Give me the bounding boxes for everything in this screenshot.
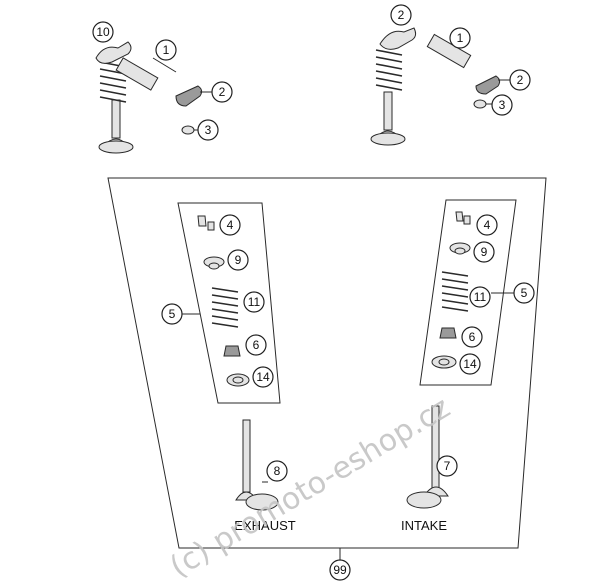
callout-5-exhaust[interactable]: 5 (161, 303, 183, 325)
svg-text:11: 11 (248, 295, 261, 309)
callout-8[interactable]: 8 (266, 460, 288, 482)
callout-6-intake[interactable]: 6 (461, 326, 483, 348)
svg-text:6: 6 (253, 338, 260, 352)
rocker-arm (95, 41, 132, 64)
callout-2-top-right[interactable]: 2 (509, 69, 531, 91)
exhaust-label: EXHAUST (234, 518, 295, 533)
rocker-arm-2 (379, 27, 417, 50)
valve-keepers (197, 215, 215, 231)
callout-11-intake[interactable]: 11 (469, 286, 491, 308)
exhaust-valve-stem (242, 419, 251, 493)
spring-seat-inner-2 (438, 358, 450, 366)
callout-3-top-right[interactable]: 3 (491, 94, 513, 116)
callout-2-top-right-valve[interactable]: 2 (390, 4, 412, 26)
svg-text:3: 3 (499, 98, 506, 112)
svg-text:8: 8 (274, 464, 281, 478)
callout-14-intake[interactable]: 14 (459, 353, 481, 375)
callout-7[interactable]: 7 (436, 455, 458, 477)
top-left-valve-assembly (95, 41, 134, 154)
rocker-small-2 (475, 75, 501, 95)
callout-11-exhaust[interactable]: 11 (243, 291, 265, 313)
svg-text:14: 14 (256, 370, 270, 384)
svg-text:2: 2 (219, 85, 226, 99)
svg-text:5: 5 (521, 286, 528, 300)
retainer-inner (208, 262, 220, 270)
callout-4-exhaust[interactable]: 4 (219, 214, 241, 236)
stem-seal-2 (439, 327, 457, 339)
svg-text:11: 11 (474, 290, 487, 304)
svg-text:10: 10 (96, 25, 110, 39)
rocker-shaft (115, 57, 159, 91)
valve-spring-2 (375, 49, 403, 91)
svg-text:9: 9 (481, 245, 488, 259)
shim-2 (473, 99, 487, 109)
callout-5-intake[interactable]: 5 (513, 282, 535, 304)
intake-label: INTAKE (401, 518, 447, 533)
callout-2-top-left[interactable]: 2 (211, 81, 233, 103)
svg-text:14: 14 (463, 357, 477, 371)
callout-4-intake[interactable]: 4 (476, 214, 498, 236)
svg-text:1: 1 (457, 31, 464, 45)
callout-10[interactable]: 10 (92, 21, 114, 43)
spring-seat-inner (232, 376, 244, 384)
svg-text:6: 6 (469, 330, 476, 344)
callout-9-exhaust[interactable]: 9 (227, 249, 249, 271)
shim (181, 125, 195, 135)
kit-outline (107, 177, 547, 549)
svg-text:3: 3 (205, 123, 212, 137)
stem-seal (223, 345, 241, 357)
valve-keepers-2 (455, 211, 471, 225)
valve-head-2 (370, 132, 406, 146)
watermark: (c) promoto-eshop.cz (164, 390, 456, 585)
callout-99[interactable]: 99 (329, 559, 351, 581)
callout-14-exhaust[interactable]: 14 (252, 366, 274, 388)
intake-valve-head (406, 491, 442, 509)
callout-1-top-right[interactable]: 1 (449, 27, 471, 49)
svg-text:4: 4 (227, 218, 234, 232)
valve-stem (111, 99, 121, 139)
callout-3-top-left[interactable]: 3 (197, 119, 219, 141)
valve-spring-3 (211, 287, 239, 328)
svg-text:99: 99 (333, 563, 347, 577)
callout-9-intake[interactable]: 9 (473, 241, 495, 263)
exhaust-subkit-frame (177, 202, 281, 404)
svg-text:1: 1 (163, 43, 170, 57)
svg-text:5: 5 (169, 307, 176, 321)
valve-spring (99, 61, 127, 103)
intake-subkit-frame (419, 199, 517, 386)
exhaust-valve-head (245, 493, 279, 511)
valve-head (98, 140, 134, 154)
top-right-valve-assembly (370, 27, 417, 146)
svg-text:2: 2 (517, 73, 524, 87)
valve-spring-4 (441, 271, 469, 312)
svg-text:9: 9 (235, 253, 242, 267)
valve-stem-2 (383, 91, 393, 131)
svg-text:2: 2 (398, 8, 405, 22)
svg-text:7: 7 (444, 459, 451, 473)
callout-6-exhaust[interactable]: 6 (245, 334, 267, 356)
svg-text:4: 4 (484, 218, 491, 232)
retainer-inner-2 (454, 247, 466, 255)
rocker-small (175, 85, 203, 107)
callout-1-top-left[interactable]: 1 (155, 39, 177, 61)
